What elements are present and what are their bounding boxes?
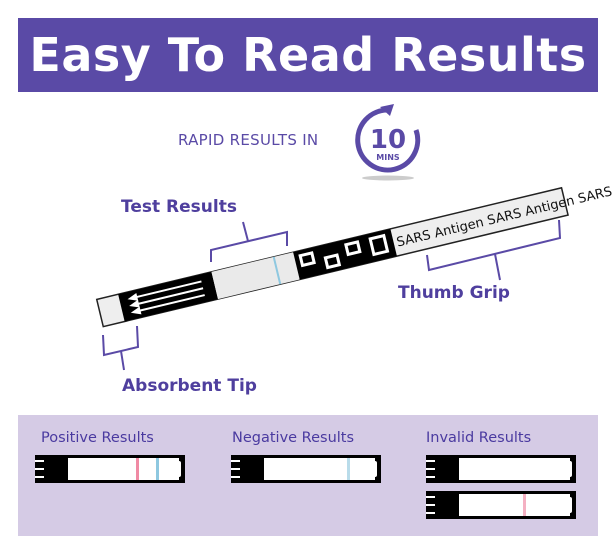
arrows-icon xyxy=(127,280,205,315)
results-panel: Positive Results Negative Results Invali… xyxy=(18,415,598,536)
test-strip: SARS Antigen SARS Antigen SARS Antigen xyxy=(95,172,614,328)
test-strip-diagram: SARS Antigen SARS Antigen SARS Antigen xyxy=(95,172,614,371)
thumb-grip-label: Thumb Grip xyxy=(398,283,510,303)
timer-number: 10 xyxy=(370,125,406,155)
positive-strip xyxy=(35,455,185,483)
invalid-strip-test-only xyxy=(426,491,576,519)
invalid-results-label: Invalid Results xyxy=(426,430,532,446)
timer-icon: 10 MINS xyxy=(355,104,421,181)
control-line xyxy=(272,256,282,285)
negative-strip xyxy=(231,455,381,483)
invalid-strip-blank xyxy=(426,455,576,483)
rapid-results-text: RAPID RESULTS IN xyxy=(178,131,319,149)
page-title: Easy To Read Results xyxy=(18,18,598,92)
absorbent-tip-label: Absorbent Tip xyxy=(122,376,257,396)
timer-unit: MINS xyxy=(376,153,400,162)
test-results-label: Test Results xyxy=(121,197,237,217)
positive-results-label: Positive Results xyxy=(41,430,154,446)
strip-text: SARS Antigen SARS Antigen SARS Antigen xyxy=(395,172,614,251)
negative-results-label: Negative Results xyxy=(232,430,355,446)
